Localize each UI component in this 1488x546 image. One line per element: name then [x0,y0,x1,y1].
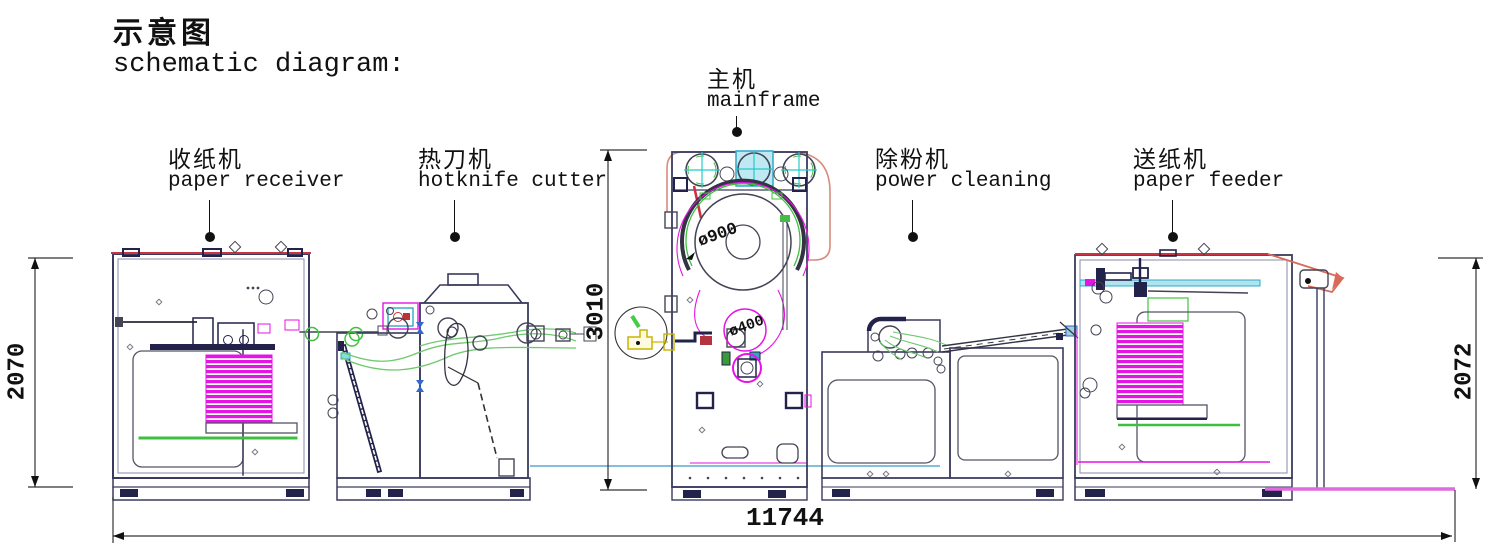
label-paper-feeder-zh: 送纸机 [1133,148,1208,174]
dim-left-height: 2070 [4,342,32,401]
machine-paper-feeder-drawing [1059,242,1455,501]
leader-dot-paper-receiver [205,232,215,242]
dim-total-length: 11744 [745,503,824,533]
leader-line-power-cleaning [912,200,913,234]
label-power-cleaning-zh: 除粉机 [875,148,950,174]
label-paper-feeder-en: paper feeder [1133,170,1285,193]
label-mainframe-en: mainframe [707,90,821,113]
leader-line-paper-feeder [1172,200,1173,234]
leader-dot-paper-feeder [1168,232,1178,242]
drum-900-label: ø900 [696,220,741,252]
drum-400-label: ø400 [727,312,767,340]
dim-mainframe-height: 3010 [583,282,611,341]
leader-dot-power-cleaning [908,232,918,242]
dim-right-height: 2072 [1451,342,1479,401]
label-paper-receiver-zh: 收纸机 [168,148,243,174]
machine-power-cleaning-drawing [821,316,1078,501]
leader-line-mainframe [736,116,737,129]
label-power-cleaning-en: power cleaning [875,170,1052,193]
machine-hotknife-cutter-drawing [336,273,597,501]
leader-dot-hotknife-cutter [450,232,460,242]
label-mainframe-zh: 主机 [707,68,757,94]
diagram-title-en: schematic diagram: [113,50,405,80]
machine-paper-receiver-drawing [111,240,383,501]
leader-dot-mainframe [732,127,742,137]
machine-mainframe-drawing: ø900 ø400 [614,150,831,501]
label-hotknife-cutter-zh: 热刀机 [418,148,493,174]
label-paper-receiver-en: paper receiver [168,170,345,193]
leader-line-hotknife-cutter [454,200,455,234]
diagram-title-zh: 示意图 [113,19,215,53]
dimension-lines [28,149,1483,543]
label-hotknife-cutter-en: hotknife cutter [418,170,608,193]
leader-line-paper-receiver [209,200,210,234]
